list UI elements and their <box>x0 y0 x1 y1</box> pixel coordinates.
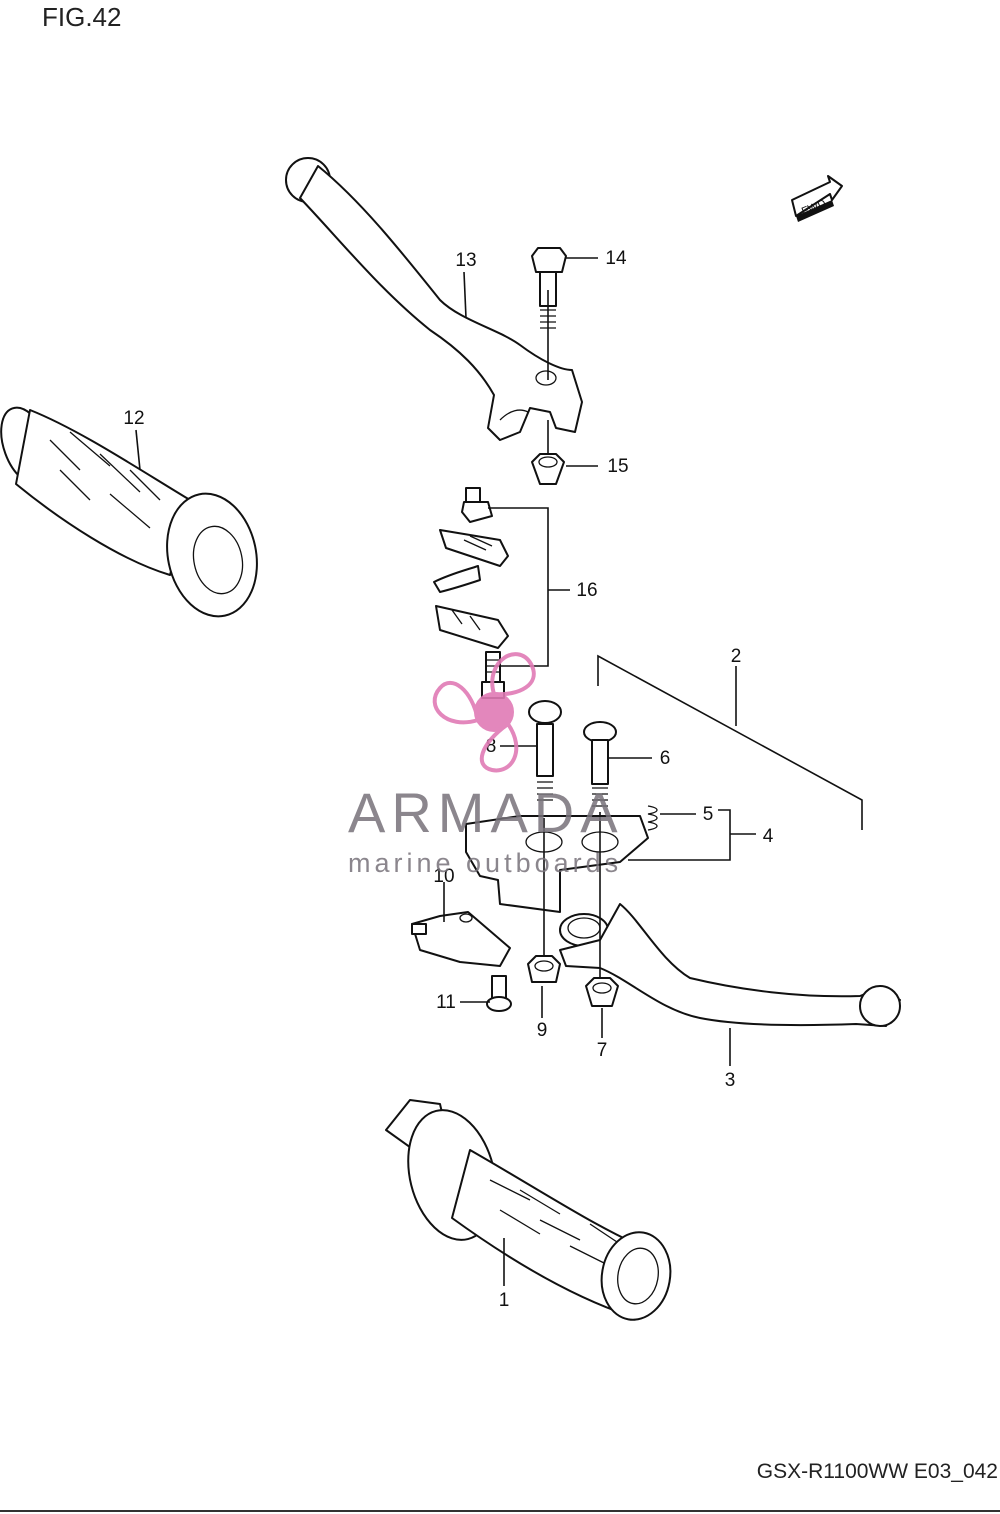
part-1-grip <box>385 1099 672 1321</box>
watermark-brand: ARMADA <box>348 781 624 844</box>
part-5-spring <box>647 805 658 831</box>
part-16-switch-kit <box>433 487 509 699</box>
callout-16: 16 <box>576 580 597 601</box>
part-7-nut <box>585 977 619 1007</box>
figure-title: FIG.42 <box>42 2 122 32</box>
callout-12: 12 <box>123 408 144 429</box>
watermark-tagline: marine outboards <box>348 848 622 878</box>
watermark: ARMADA marine outboards <box>348 652 624 878</box>
part-14-bolt <box>531 247 567 329</box>
part-13-lever <box>285 157 583 441</box>
callout-3: 3 <box>725 1070 736 1091</box>
part-8-screw <box>528 700 562 801</box>
callout-11: 11 <box>436 992 456 1013</box>
callout-8: 8 <box>486 736 497 757</box>
leader-lines <box>135 257 863 1286</box>
part-15-nut <box>531 453 565 485</box>
fwd-arrow-icon: FWD <box>791 175 843 222</box>
callout-1: 1 <box>499 1290 510 1311</box>
callout-6: 6 <box>660 748 671 769</box>
callout-13: 13 <box>455 250 476 271</box>
part-9-nut <box>527 955 561 983</box>
callout-15: 15 <box>607 456 628 477</box>
bottom-divider <box>0 1510 1000 1512</box>
callout-4: 4 <box>763 826 774 847</box>
propeller-logo-icon <box>432 652 536 773</box>
callout-7: 7 <box>597 1040 608 1061</box>
part-10-switch <box>411 911 511 967</box>
callout-14: 14 <box>605 248 627 269</box>
callout-2: 2 <box>731 646 742 667</box>
callout-5: 5 <box>703 804 714 825</box>
part-6-bolt <box>583 721 617 807</box>
figure-footer: GSX-R1100WW E03_042 <box>756 1460 998 1483</box>
part-12-grip <box>0 406 258 618</box>
part-11-screw <box>486 975 512 1012</box>
callout-9: 9 <box>537 1020 548 1041</box>
callout-10: 10 <box>433 866 454 887</box>
part-3-lever <box>559 903 901 1027</box>
